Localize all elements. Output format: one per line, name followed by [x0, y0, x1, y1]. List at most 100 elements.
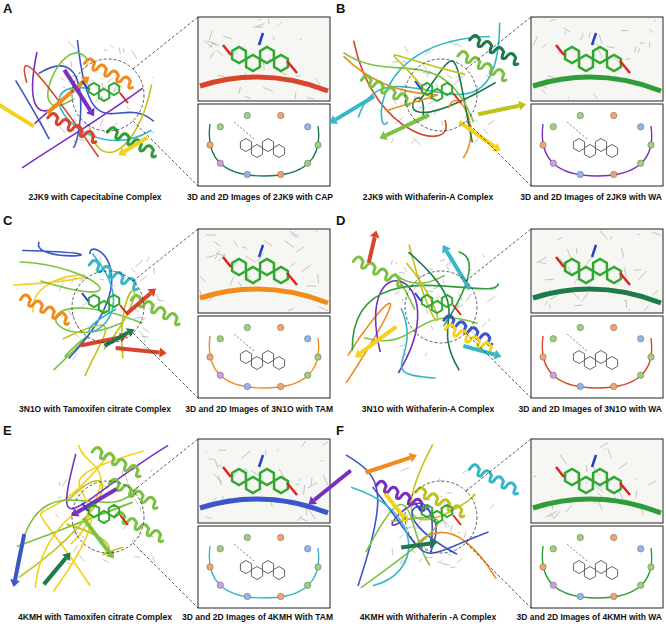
- panel-caption: 4KMH with Withaferin -A Complex: [360, 612, 497, 622]
- residue-line: [638, 271, 646, 280]
- inset-2d: [531, 316, 663, 398]
- residue-line: [101, 127, 103, 129]
- leader-line: [133, 229, 198, 281]
- coil: [352, 283, 498, 350]
- residue-line: [581, 33, 583, 40]
- residue-line: [550, 19, 556, 21]
- residue-line: [297, 515, 302, 521]
- residue-line: [446, 263, 448, 266]
- residue-line: [140, 318, 146, 322]
- strand-arrowhead: [370, 230, 380, 238]
- residue-line: [637, 234, 640, 236]
- residue-circle: [277, 171, 283, 177]
- residue-line: [466, 293, 471, 301]
- residue-circle: [217, 336, 223, 342]
- coil: [78, 445, 100, 526]
- strand-arrowhead: [86, 108, 94, 117]
- residue-circle: [217, 546, 223, 552]
- ligand-2d: [595, 561, 606, 574]
- residue-line: [429, 50, 430, 54]
- leader-line: [466, 543, 531, 608]
- ligand-stick: [232, 469, 246, 485]
- residue-line: [443, 520, 450, 528]
- coil: [54, 337, 87, 370]
- beta-strand: [15, 534, 24, 580]
- residue-line: [138, 534, 141, 538]
- residue-line: [123, 48, 124, 52]
- strand-arrowhead: [492, 143, 501, 151]
- oxygen: [287, 273, 297, 285]
- ligand: [109, 83, 119, 95]
- ligand-atom: [415, 81, 421, 89]
- leader-line: [466, 17, 531, 69]
- ligand-2d: [251, 567, 262, 580]
- residue-line: [79, 554, 84, 560]
- residue-line: [251, 470, 260, 476]
- ligand-2d: [584, 567, 595, 580]
- residue-line: [215, 251, 219, 259]
- residue-line: [619, 463, 628, 469]
- ligand: [422, 505, 432, 517]
- residue-line: [135, 260, 143, 267]
- panel-caption: 4KMH with Tamoxifen citrate Complex: [18, 612, 172, 622]
- pocket-outline: [209, 124, 318, 176]
- residue-line: [151, 469, 153, 472]
- residue-line: [126, 107, 130, 109]
- residue-line: [134, 317, 142, 319]
- leader-line: [466, 439, 531, 491]
- residue-line: [404, 46, 408, 52]
- residue-line: [635, 491, 637, 498]
- residue-circle: [648, 142, 654, 148]
- protein-ribbon: [10, 445, 168, 592]
- ligand-2d: [606, 145, 617, 158]
- residue-line: [204, 40, 212, 47]
- residue-line: [431, 325, 432, 329]
- residue-line: [147, 257, 150, 262]
- beta-strand: [386, 115, 429, 136]
- strand-arrowhead: [409, 453, 417, 462]
- ligand-stick: [260, 469, 274, 485]
- ligand-stick: [274, 267, 288, 283]
- residue-line: [394, 292, 400, 295]
- residue-line: [111, 45, 114, 47]
- residue-line: [230, 277, 234, 285]
- inset-caption: 3D and 2D Images of 2JK9 with WA: [520, 192, 662, 202]
- residue-line: [206, 452, 207, 454]
- residue-line: [654, 20, 656, 22]
- residue-line: [604, 449, 606, 450]
- ligand-2d: [273, 567, 284, 580]
- residue-line: [295, 92, 296, 99]
- residue-line: [131, 268, 135, 272]
- residue-line: [223, 36, 232, 39]
- residue-circle: [637, 546, 643, 552]
- residue-circle: [540, 564, 546, 570]
- residue-circle: [637, 124, 643, 130]
- residue-line: [307, 482, 317, 488]
- inset-caption: 3D and 2D Images of 3N1O with WA: [518, 404, 662, 414]
- ligand: [432, 511, 442, 523]
- ligand-2d: [240, 351, 251, 364]
- residue-circle: [540, 354, 546, 360]
- residue-line: [593, 94, 598, 99]
- panel-letter: D: [336, 213, 345, 228]
- ribbon-band: [533, 77, 661, 91]
- coil: [59, 88, 151, 141]
- residue-circle: [217, 582, 223, 588]
- ligand: [432, 301, 442, 313]
- residue-line: [598, 501, 602, 509]
- ligand-atom: [82, 503, 88, 511]
- coil: [401, 308, 435, 378]
- residue-line: [402, 61, 406, 62]
- residue-line: [268, 19, 270, 24]
- ligand-stick: [565, 469, 579, 485]
- oxygen: [620, 273, 630, 285]
- residue-circle: [217, 160, 223, 166]
- inset-frame: [198, 17, 330, 101]
- residue-line: [104, 50, 108, 51]
- residue-circle: [207, 142, 213, 148]
- ligand-stick: [593, 259, 607, 275]
- beta-strand: [459, 122, 494, 147]
- residue-line: [307, 285, 316, 286]
- residue-line: [621, 247, 624, 257]
